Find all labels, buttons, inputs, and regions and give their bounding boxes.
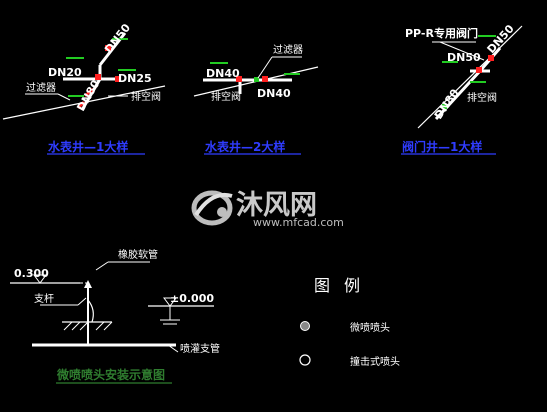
d1-label-dn25: DN25 [118,72,152,85]
d1-title: 水表井—1大样 [48,139,128,154]
d2-label-filter: 过滤器 [273,43,303,56]
d1-valves [66,38,136,110]
d3-label-valve: PP-R专用阀门 [405,26,478,40]
legend-item-label: 撞击式喷头 [350,355,400,368]
d3-valves [442,35,496,109]
d1-label-exhaust: 排空阀 [131,90,161,103]
d3-title: 阀门井—1大样 [402,139,482,154]
detail-3: PP-R专用阀门 DN50 DN50 DN80 排空阀 阀门井—1大样 [401,22,523,155]
d2-pipes [203,78,292,94]
install-elev-ground: ±0.000 [170,292,214,305]
watermark: 沐风网 www.mfcad.com [191,190,344,229]
d2-title: 水表井—2大样 [205,139,285,154]
legend-title: 图例 [314,276,374,295]
d1-label-dn50: DN50 [102,21,133,56]
detail-1: DN20 DN50 DN25 DN80 过滤器 排空阀 水表井—1大样 [2,21,166,155]
legend: 图例 微喷喷头 撞击式喷头 [299,276,400,368]
micro-spray-head-icon [300,321,310,331]
d3-ground-line [417,25,523,129]
install-elev-top: 0.300 [14,267,49,280]
d1-label-filter: 过滤器 [26,81,56,94]
d2-valves [210,62,300,82]
detail-2: DN40 DN40 过滤器 排空阀 水表井—2大样 [193,43,319,155]
watermark-logo-icon [191,190,233,226]
ground-hatch [63,321,113,331]
install-support-label: 支杆 [34,293,54,305]
d3-label-exhaust: 排空阀 [467,91,497,104]
d2-label-dn40-left: DN40 [206,67,240,80]
impact-spray-head-icon [299,354,311,366]
d1-label-dn20: DN20 [48,66,82,79]
d3-label-dn80: DN80 [432,86,462,121]
d2-label-exhaust: 排空阀 [211,90,241,103]
install-diagram: 0.300 支杆 橡胶软管 ±0.000 喷灌支 [10,248,220,384]
watermark-url: www.mfcad.com [253,216,344,229]
d2-label-dn40-right: DN40 [257,87,291,100]
d3-label-dn50-left: DN50 [447,51,481,64]
watermark-brand: 沐风网 [236,190,317,221]
install-branch-label: 喷灌支管 [180,342,220,355]
legend-item-label: 微喷喷头 [350,321,390,334]
sprinkler-head-icon [84,280,92,288]
install-title: 微喷喷头安装示意图 [56,367,165,382]
install-hose-label: 橡胶软管 [118,248,158,261]
d3-label-dn50-right: DN50 [485,22,517,56]
legend-item-micro-spray: 微喷喷头 [300,321,390,334]
legend-item-impact-spray: 撞击式喷头 [299,354,400,368]
